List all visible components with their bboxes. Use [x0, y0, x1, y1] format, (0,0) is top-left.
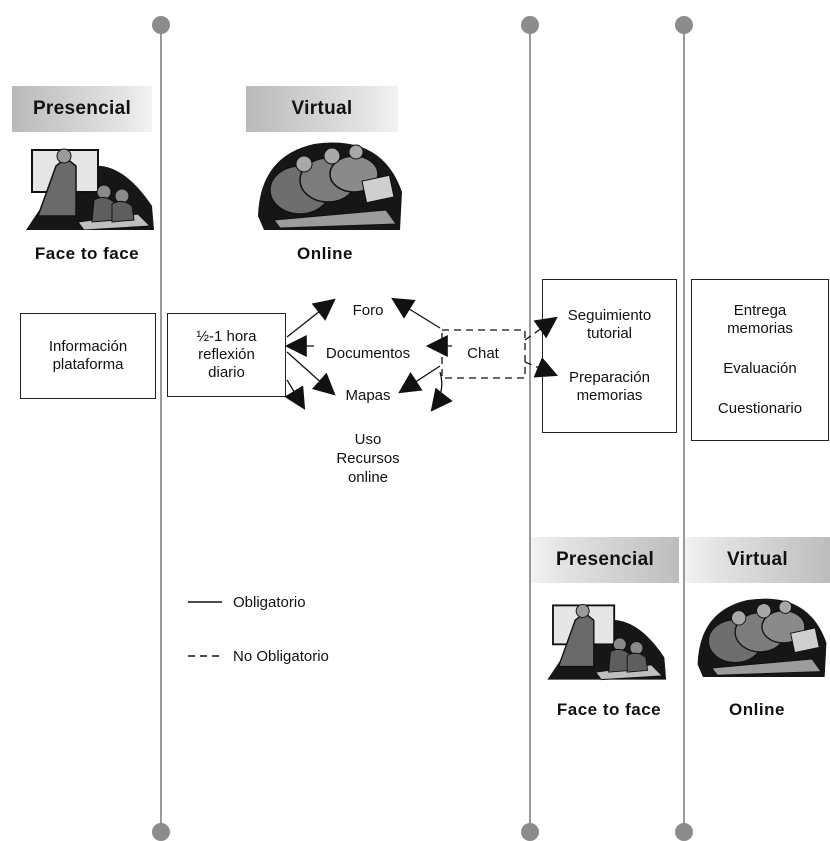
legend-obligatorio: Obligatorio	[233, 594, 306, 611]
caption-online-2: Online	[729, 700, 785, 719]
label-foro: Foro	[352, 302, 384, 319]
label-chat: Chat	[467, 345, 499, 362]
timeline-1-top-dot	[152, 16, 170, 34]
caption-online-1: Online	[297, 244, 353, 263]
box-cuestionario: Cuestionario	[717, 400, 803, 417]
box-preparacion-line-2: memorias	[576, 387, 643, 405]
box-reflexion-line-3: diario	[208, 364, 245, 381]
online-group-icon-2	[697, 598, 827, 677]
box-preparacion-group: Preparación memorias	[569, 369, 650, 405]
label-uso-recursos-online: Uso Recursos online	[310, 430, 426, 487]
box-seguimiento-line-2: tutorial	[586, 324, 632, 342]
header-presencial-2: Presencial	[531, 537, 679, 583]
timeline-2-bottom-dot	[521, 823, 539, 841]
box-seguimiento-group: Seguimiento tutorial	[568, 307, 651, 343]
timeline-2-top-dot	[521, 16, 539, 34]
box-preparacion-line-1: Preparación	[569, 369, 650, 387]
timeline-1-bottom-dot	[152, 823, 170, 841]
timeline-2	[529, 24, 531, 832]
header-presencial-1: Presencial	[12, 86, 152, 132]
label-mapas: Mapas	[345, 387, 391, 404]
box-entrega-evaluacion-cuestionario: Entrega memorias Evaluación Cuestionario	[691, 279, 829, 441]
legend-no-obligatorio: No Obligatorio	[233, 648, 329, 665]
box-entrega-group: Entrega memorias	[727, 302, 793, 338]
box-seguimiento-line-1: Seguimiento	[567, 306, 652, 324]
box-entrega-line-1: Entrega	[733, 302, 787, 319]
online-group-icon	[258, 142, 402, 230]
caption-face-to-face-2: Face to face	[556, 700, 662, 719]
timeline-3-top-dot	[675, 16, 693, 34]
box-reflexion-line-2: reflexión	[198, 346, 255, 363]
box-reflexion-diario: ½-1 hora reflexión diario	[167, 313, 286, 397]
box-informacion-plataforma: Información plataforma	[20, 313, 156, 399]
uso-line-3: online	[347, 469, 389, 486]
face-to-face-class-icon	[26, 148, 154, 230]
timeline-3-bottom-dot	[675, 823, 693, 841]
face-to-face-class-icon-2	[547, 604, 667, 681]
timeline-1	[160, 24, 162, 832]
box-seguimiento-preparacion: Seguimiento tutorial Preparación memoria…	[542, 279, 677, 433]
header-virtual-1: Virtual	[246, 86, 398, 132]
caption-face-to-face-1: Face to face	[34, 244, 140, 263]
header-virtual-2: Virtual	[685, 537, 830, 583]
box-reflexion-line-1: ½-1 hora	[196, 328, 257, 345]
label-documentos: Documentos	[325, 345, 411, 362]
uso-line-2: Recursos	[336, 450, 400, 467]
timeline-3	[683, 24, 685, 832]
box-informacion-line-1: Información	[48, 338, 128, 355]
box-entrega-line-2: memorias	[727, 320, 793, 337]
box-informacion-line-2: plataforma	[52, 356, 124, 373]
uso-line-1: Uso	[354, 431, 382, 448]
box-evaluacion: Evaluación	[723, 360, 797, 377]
